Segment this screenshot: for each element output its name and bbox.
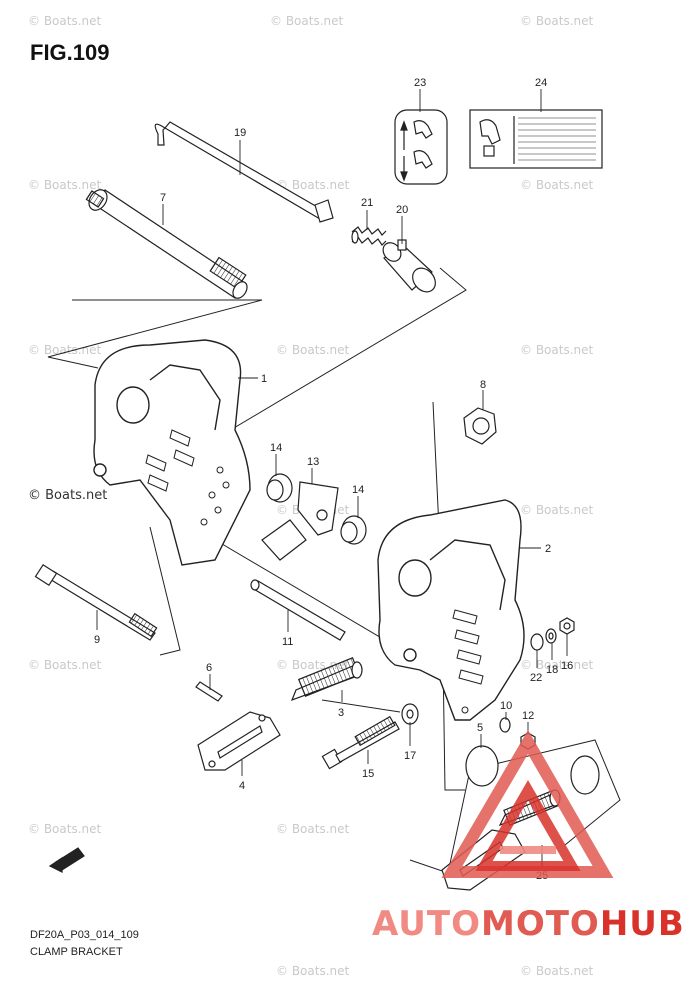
part-24-caution-label [469, 109, 603, 169]
watermark: © Boats.net [520, 178, 594, 192]
watermark: © Boats.net [520, 343, 594, 357]
brand-part-hub: HUB [599, 904, 685, 944]
part-14-bushing [266, 473, 293, 503]
part-8-nut [463, 407, 497, 445]
part-20-knob [382, 239, 436, 293]
part-number: 14 [270, 442, 282, 454]
watermark: © Boats.net [520, 658, 594, 672]
part-number: 16 [561, 660, 573, 672]
brand-part-auto: AUTO [372, 904, 481, 944]
part-number: 24 [535, 77, 547, 89]
part-3-clamp-screw [290, 657, 363, 702]
brand-part-moto: MOTO [480, 904, 600, 944]
part-number: 8 [480, 379, 486, 391]
watermark: © Boats.net [276, 178, 350, 192]
part-number: 2 [545, 543, 551, 555]
watermark: © Boats.net [276, 822, 350, 836]
figure-code: DF20A_P03_014_109 [30, 929, 139, 941]
part-number-labels: 19 7 23 24 21 20 1 8 14 13 14 2 9 11 6 3… [94, 77, 573, 882]
watermark: © Boats.net [276, 964, 350, 978]
part-number: 3 [338, 707, 344, 719]
part-7-stud [85, 189, 248, 299]
part-18-washer [545, 628, 557, 644]
part-2-clamp-bracket-right [377, 499, 525, 721]
watermark: © Boats.net [28, 822, 102, 836]
part-10-washer [499, 717, 511, 733]
part-13-lock-plate [261, 481, 339, 561]
part-9-bolt [34, 563, 158, 641]
part-4-clamp-handle [197, 711, 281, 771]
part-6-pin [195, 681, 223, 702]
watermark: © Boats.net [520, 964, 594, 978]
part-number: 5 [477, 722, 483, 734]
part-1-clamp-bracket-left [93, 339, 251, 566]
part-number: 10 [500, 700, 512, 712]
part-5-pad [465, 745, 499, 787]
part-15-bolt [321, 715, 400, 770]
part-number: 23 [414, 77, 426, 89]
part-number: 7 [160, 192, 166, 204]
part-number: 21 [361, 197, 373, 209]
watermark: © Boats.net [28, 343, 102, 357]
part-number: 18 [546, 664, 558, 676]
watermark: © Boats.net [28, 658, 102, 672]
part-17-washer [401, 703, 419, 725]
part-number: 14 [352, 484, 364, 496]
automotohub-logo: AUTOMOTOHUB [372, 904, 685, 944]
part-11-pin [250, 579, 346, 641]
part-19-tilt-rod [154, 121, 334, 223]
watermark: © Boats.net [520, 14, 594, 28]
watermark: © Boats.net [520, 503, 594, 517]
part-number: 6 [206, 662, 212, 674]
part-14-bushing [340, 515, 367, 545]
part-22-washer [530, 633, 544, 651]
part-number: 17 [404, 750, 416, 762]
figure-title: FIG.109 [30, 40, 110, 65]
part-number: 13 [307, 456, 319, 468]
part-21-spring [351, 226, 387, 246]
part-number: 4 [239, 780, 245, 792]
figure-name: CLAMP BRACKET [30, 946, 123, 958]
watermark: © Boats.net [270, 14, 344, 28]
watermark: © Boats.net [28, 14, 102, 28]
part-number: 15 [362, 768, 374, 780]
part-number: 22 [530, 672, 542, 684]
part-number: 12 [522, 710, 534, 722]
part-23-decal [394, 109, 448, 185]
watermark: © Boats.net [28, 488, 108, 503]
part-number: 11 [282, 636, 293, 648]
fwd-arrow-icon [48, 847, 85, 873]
part-16-nut [559, 617, 575, 635]
part-number: 20 [396, 204, 408, 216]
part-number: 1 [261, 373, 267, 385]
part-number: 9 [94, 634, 100, 646]
automotohub-logo-mark [441, 730, 614, 878]
part-number: 19 [234, 127, 246, 139]
watermark: © Boats.net [276, 343, 350, 357]
watermark: © Boats.net [28, 178, 102, 192]
